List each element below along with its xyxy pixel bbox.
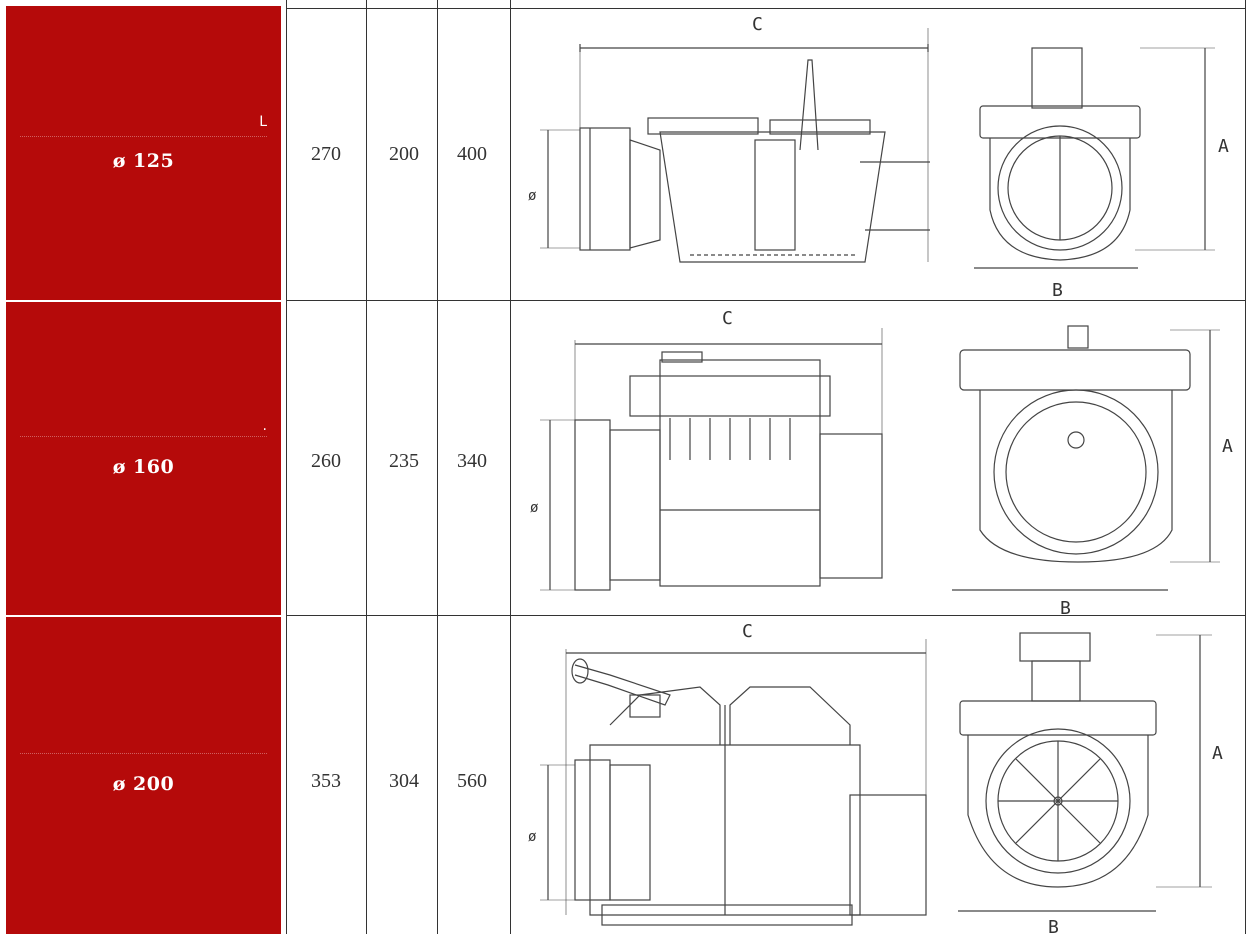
diameter-cell: . ø 160 [6, 302, 281, 615]
dim-label-a: A [1212, 743, 1223, 764]
side-view-drawing: C ø [528, 14, 930, 263]
dim-label-c: C [752, 14, 763, 35]
dim-label-a: A [1218, 136, 1229, 157]
dim-label-c: C [742, 621, 753, 642]
table-row: ø 200 353 304 560 [0, 615, 1248, 934]
diameter-label: ø 125 [112, 150, 175, 172]
dim-label-diam: ø [528, 188, 537, 204]
dimension-value: 340 [457, 450, 487, 472]
corner-mark: L [259, 114, 267, 130]
table-row: . ø 160 260 235 340 [0, 300, 1248, 619]
dimension-value: 304 [389, 770, 419, 792]
dimension-value: 200 [389, 143, 419, 165]
diameter-cell: L ø 125 [6, 6, 281, 300]
side-view-drawing: C ø [528, 621, 927, 926]
dim-label-b: B [1048, 917, 1059, 934]
diameter-label: ø 200 [112, 772, 175, 795]
diameter-label: ø 160 [112, 455, 175, 478]
dim-label-c: C [722, 308, 733, 329]
dimension-value: 560 [457, 770, 487, 792]
dimension-value: 235 [389, 450, 419, 472]
dim-label-diam: ø [528, 829, 537, 845]
front-view-drawing: A B [958, 632, 1223, 934]
dim-label-diam: ø [530, 500, 539, 516]
dimension-value: 260 [311, 450, 341, 472]
table-row: L ø 125 270 200 400 [0, 0, 1248, 301]
corner-mark: . [262, 418, 267, 434]
dimension-value: 270 [311, 143, 341, 165]
front-view-drawing: A B [974, 47, 1229, 301]
front-view-drawing: A B [952, 325, 1233, 619]
side-view-drawing: C ø [530, 308, 883, 591]
dim-label-b: B [1060, 598, 1071, 619]
dimension-value: 353 [311, 770, 341, 792]
diameter-cell: ø 200 [6, 617, 281, 934]
dim-label-b: B [1052, 280, 1063, 301]
dimension-value: 400 [457, 143, 487, 165]
dim-label-a: A [1222, 436, 1233, 457]
